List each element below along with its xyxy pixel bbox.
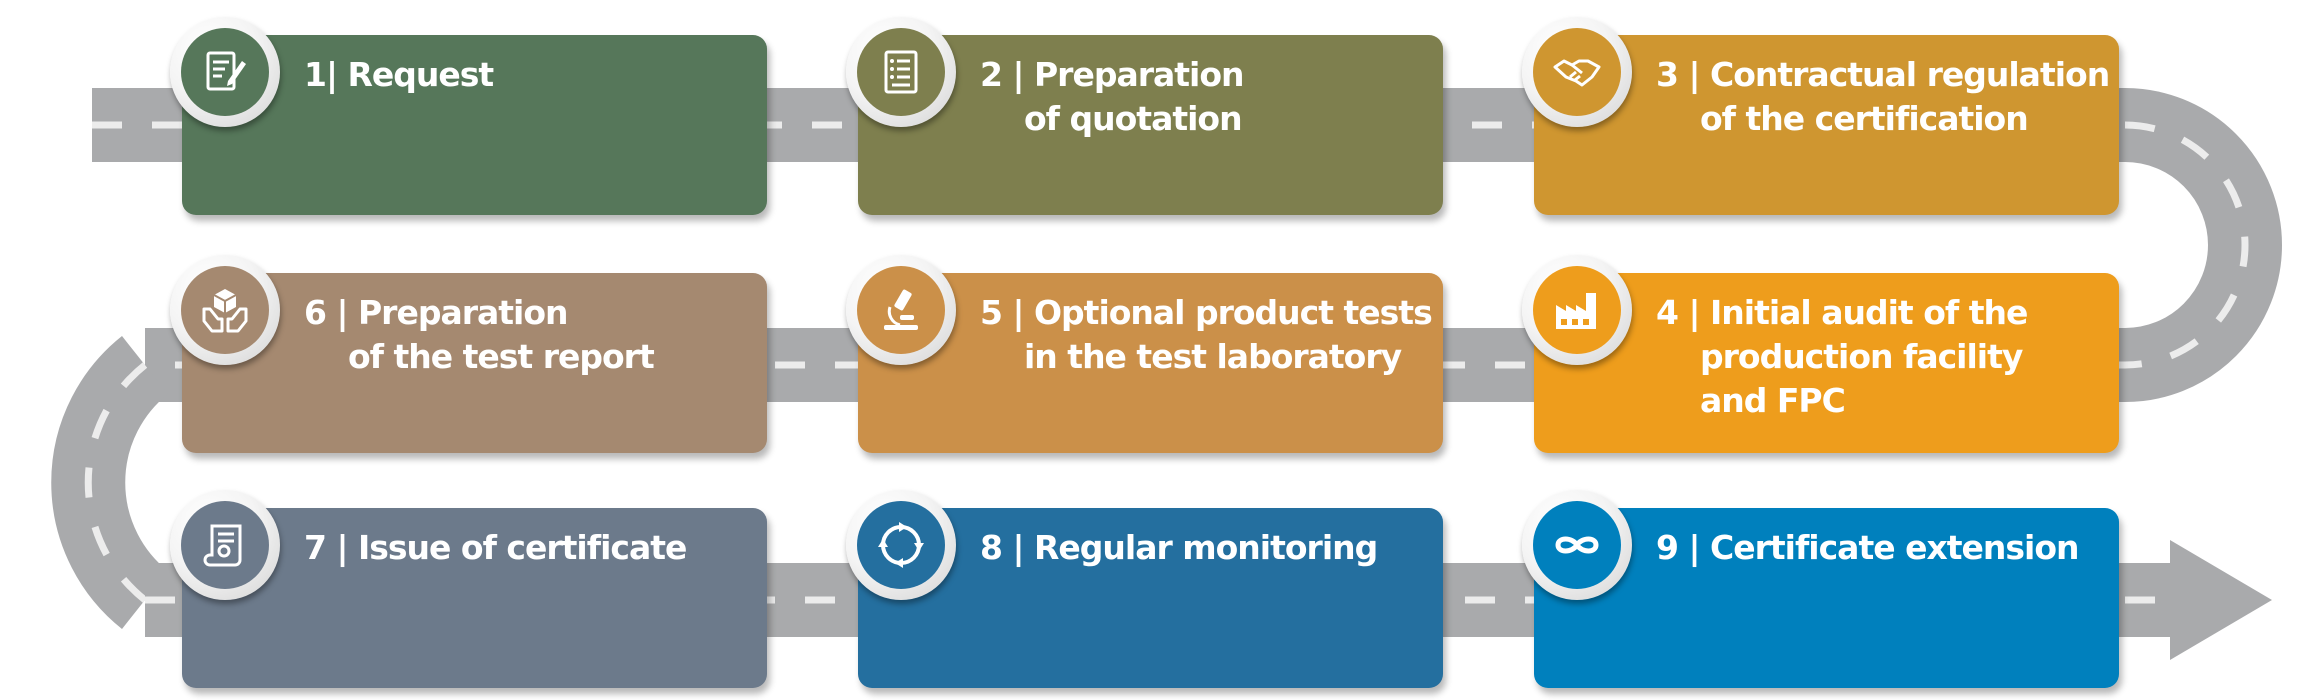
step-7-card: 7 | Issue of certificate <box>170 490 767 688</box>
step-8-title: 8 | Regular monitoring <box>980 526 1431 570</box>
step-4-title: 4 | Initial audit of the production facil… <box>1656 291 2107 423</box>
microscope-icon <box>857 266 945 354</box>
step-1-badge <box>170 17 280 127</box>
step-2-card: 2 | Preparation of quotation <box>846 17 1443 215</box>
step-4-title-line: 4 | Initial audit of the <box>1656 293 2028 332</box>
step-2-title-line: 2 | Preparation <box>980 55 1245 94</box>
step-6-title-line: of the test report <box>348 337 655 376</box>
request-form-icon <box>181 28 269 116</box>
step-3-title-line: of the certification <box>1700 99 2029 138</box>
hands-box-icon <box>181 266 269 354</box>
factory-icon <box>1533 266 1621 354</box>
step-3-badge <box>1522 17 1632 127</box>
step-9-card: 9 | Certificate extension <box>1522 490 2119 688</box>
step-5-title: 5 | Optional product tests in the test la… <box>980 291 1433 379</box>
step-7-badge <box>170 490 280 600</box>
step-9-title: 9 | Certificate extension <box>1656 526 2107 570</box>
step-8-title-line: 8 | Regular monitoring <box>980 528 1378 567</box>
step-3-title-line: 3 | Contractual regulation <box>1656 55 2110 94</box>
step-4-title-line: production facility <box>1700 337 2023 376</box>
step-9-title-line: 9 | Certificate extension <box>1656 528 2080 567</box>
road-curve-right-center-dashes <box>2124 121 2249 369</box>
step-3-card: 3 | Contractual regulation of the certifi… <box>1522 17 2119 215</box>
step-1-title: 1| Request <box>304 53 755 97</box>
step-2-title-line: of quotation <box>1024 99 1243 138</box>
handshake-icon <box>1533 28 1621 116</box>
step-5-title-line: 5 | Optional product tests <box>980 293 1433 332</box>
step-8-badge <box>846 490 956 600</box>
infinity-link-icon <box>1533 501 1621 589</box>
step-7-title: 7 | Issue of certificate <box>304 526 755 570</box>
step-6-title-line: 6 | Preparation <box>304 293 569 332</box>
step-6-title: 6 | Preparation of the test report <box>304 291 755 379</box>
certificate-scroll-icon <box>181 501 269 589</box>
step-2-title: 2 | Preparation of quotation <box>980 53 1431 141</box>
step-5-card: 5 | Optional product tests in the test la… <box>846 255 1443 453</box>
step-1-card: 1| Request <box>170 17 767 215</box>
cycle-arrows-icon <box>857 501 945 589</box>
step-6-card: 6 | Preparation of the test report <box>170 255 767 453</box>
step-3-title: 3 | Contractual regulation of the certifi… <box>1656 53 2110 141</box>
step-2-badge <box>846 17 956 127</box>
road-curve-right <box>2123 88 2282 402</box>
step-9-badge <box>1522 490 1632 600</box>
road-curve-left <box>51 336 169 629</box>
step-7-title-line: 7 | Issue of certificate <box>304 528 687 567</box>
step-4-badge <box>1522 255 1632 365</box>
step-5-badge <box>846 255 956 365</box>
step-4-card: 4 | Initial audit of the production facil… <box>1522 255 2119 453</box>
road-curve-left-center-dashes <box>84 362 148 603</box>
step-8-card: 8 | Regular monitoring <box>846 490 1443 688</box>
step-4-title-line: and FPC <box>1700 381 1846 420</box>
step-5-title-line: in the test laboratory <box>1024 337 1402 376</box>
step-1-title-line: 1| Request <box>304 55 494 94</box>
road-arrow-head <box>2170 540 2272 660</box>
step-6-badge <box>170 255 280 365</box>
quotation-document-icon <box>857 28 945 116</box>
